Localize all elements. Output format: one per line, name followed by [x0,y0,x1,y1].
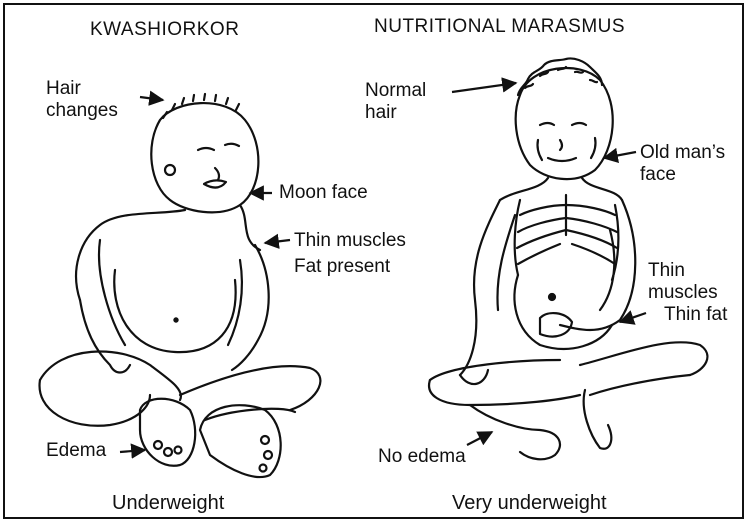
marasmus-caption: Very underweight [452,492,607,515]
arrow-normal-hair [452,83,516,92]
arrow-hair-changes [140,97,163,100]
label-no-edema: No edema [378,446,466,468]
arrow-old-mans-face [604,152,636,158]
arrow-no-edema [467,432,492,445]
label-thin-muscles-right: Thin muscles [648,260,718,304]
arrow-edema [120,450,145,452]
arrow-thin-muscles-left [265,240,290,243]
marasmus-title: NUTRITIONAL MARASMUS [374,16,625,38]
label-normal-hair: Normal hair [365,80,426,124]
label-hair-changes: Hair changes [46,78,118,122]
marasmus-child-drawing [429,58,707,459]
kwashiorkor-caption: Underweight [112,492,224,515]
kwashiorkor-title: KWASHIORKOR [90,19,239,41]
kwashiorkor-child-drawing [40,94,321,477]
label-thin-fat: Thin fat [664,304,727,326]
label-moon-face: Moon face [279,182,368,204]
label-thin-muscles-left: Thin muscles [294,230,406,252]
label-old-mans-face: Old man’s face [640,142,725,186]
label-edema: Edema [46,440,106,462]
label-fat-present: Fat present [294,256,390,278]
